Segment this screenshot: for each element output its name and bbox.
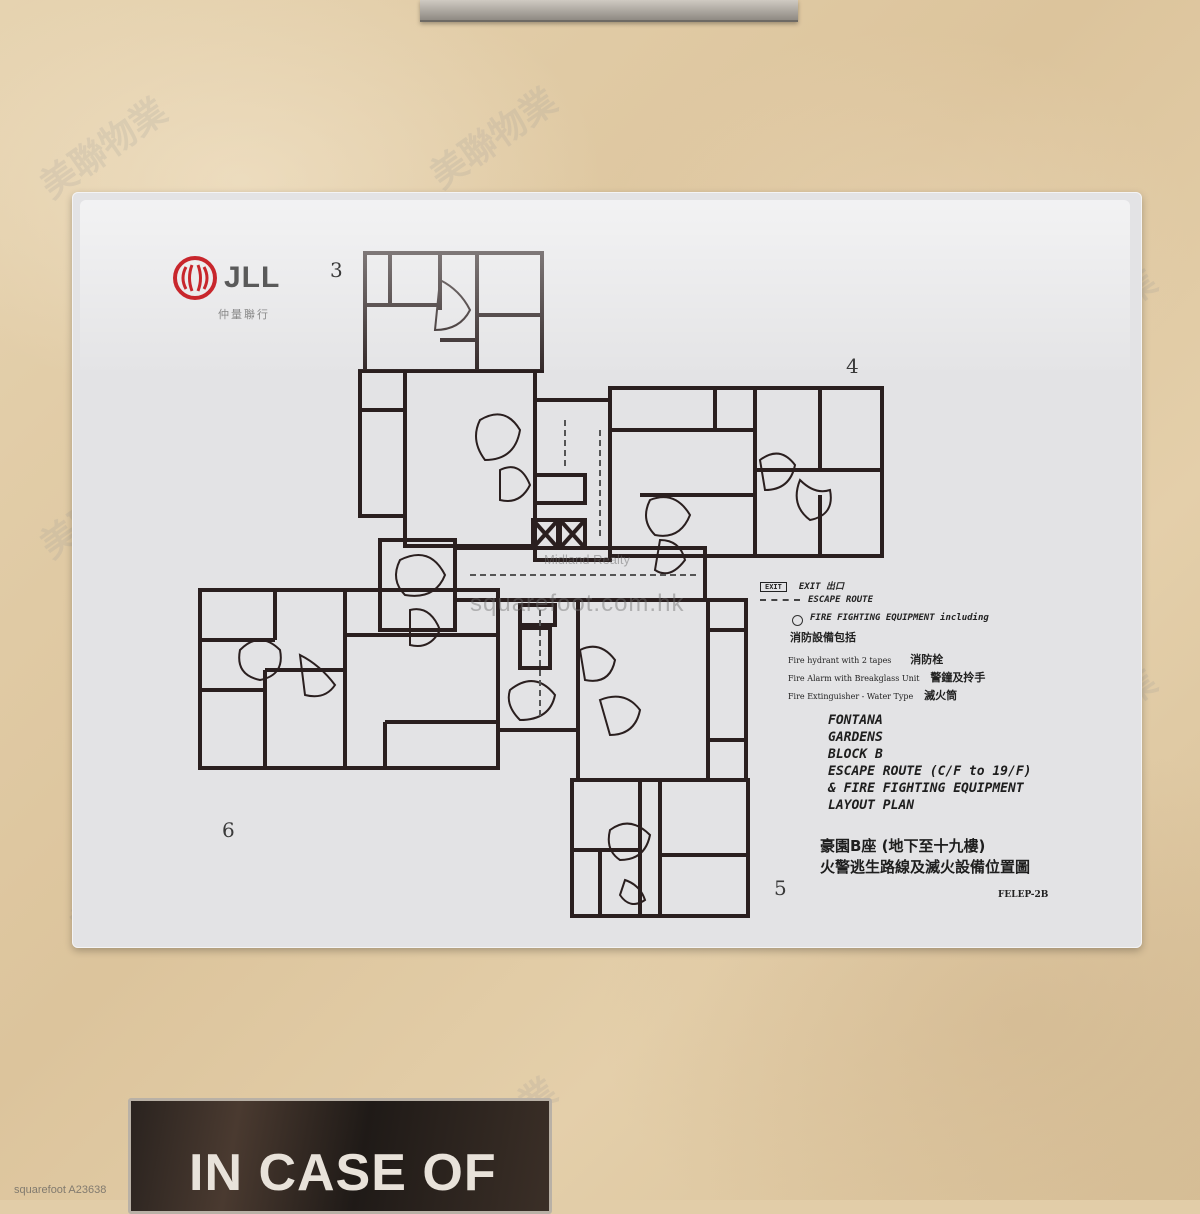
top-metal-plate xyxy=(420,0,798,22)
title-line: BLOCK B xyxy=(828,747,883,762)
watermark-url: squarefoot.com.hk xyxy=(470,590,685,617)
unit-number-4: 4 xyxy=(846,354,859,378)
title-line: GARDENS xyxy=(828,730,883,745)
stair-block-east xyxy=(706,598,748,782)
escape-route-line-icon xyxy=(760,598,800,601)
legend-alarm-en: Fire Alarm with Breakglass Unit xyxy=(788,674,920,683)
legend-exit-label: EXIT 出口 xyxy=(798,582,844,592)
legend-extinguisher-zh: 滅火筒 xyxy=(924,689,958,702)
legend-equipment-header: FIRE FIGHTING EQUIPMENT including xyxy=(810,613,989,623)
title-line: ESCAPE ROUTE (C/F to 19/F) xyxy=(828,764,1032,779)
stair-core xyxy=(533,473,587,505)
stair-block-north xyxy=(358,369,407,518)
watermark-realty: Midland Realty xyxy=(544,552,630,567)
corridor-south xyxy=(576,598,710,782)
exit-sign-icon: EXIT xyxy=(760,581,787,592)
in-case-of-plaque: IN CASE OF xyxy=(128,1098,552,1214)
logo-subtitle: 仲量聯行 xyxy=(218,308,270,321)
title-zh-line: 豪園B座 (地下至十九樓) xyxy=(820,837,986,855)
legend-extinguisher-en: Fire Extinguisher - Water Type xyxy=(788,692,914,701)
plan-reference-code: FELEP-2B xyxy=(998,890,1049,900)
title-zh-line: 火警逃生路線及滅火設備位置圖 xyxy=(820,858,1031,876)
equipment-circle-icon xyxy=(792,615,803,626)
legend-hydrant-zh: 消防栓 xyxy=(910,653,944,666)
corridor-north xyxy=(403,369,537,548)
unit-number-6: 6 xyxy=(222,818,235,842)
legend-escape-route: ESCAPE ROUTE xyxy=(808,595,874,605)
stair-block-south xyxy=(496,598,580,732)
jll-logo: JLL xyxy=(172,255,280,301)
plaque-text: IN CASE OF xyxy=(189,1144,497,1202)
title-line: LAYOUT PLAN xyxy=(828,798,915,813)
title-line: FONTANA xyxy=(828,713,883,728)
plan-title-en: FONTANA GARDENS BLOCK B ESCAPE ROUTE (C/F t… xyxy=(828,712,1032,814)
plan-title-zh: 豪園B座 (地下至十九樓) 火警逃生路線及滅火設備位置圖 xyxy=(820,836,1030,878)
unit-number-3: 3 xyxy=(330,258,343,282)
unit-number-5: 5 xyxy=(774,876,787,900)
legend-hydrant-en: Fire hydrant with 2 tapes xyxy=(788,656,892,665)
legend-equipment-header-zh: 消防設備包括 xyxy=(790,631,856,644)
title-line: & FIRE FIGHTING EQUIPMENT xyxy=(828,781,1024,796)
legend-alarm-zh: 警鐘及拎手 xyxy=(930,671,986,684)
logo-brand-text: JLL xyxy=(224,261,281,294)
corner-watermark-id: squarefoot A23638 xyxy=(14,1184,107,1196)
jll-logo-icon xyxy=(173,256,217,300)
